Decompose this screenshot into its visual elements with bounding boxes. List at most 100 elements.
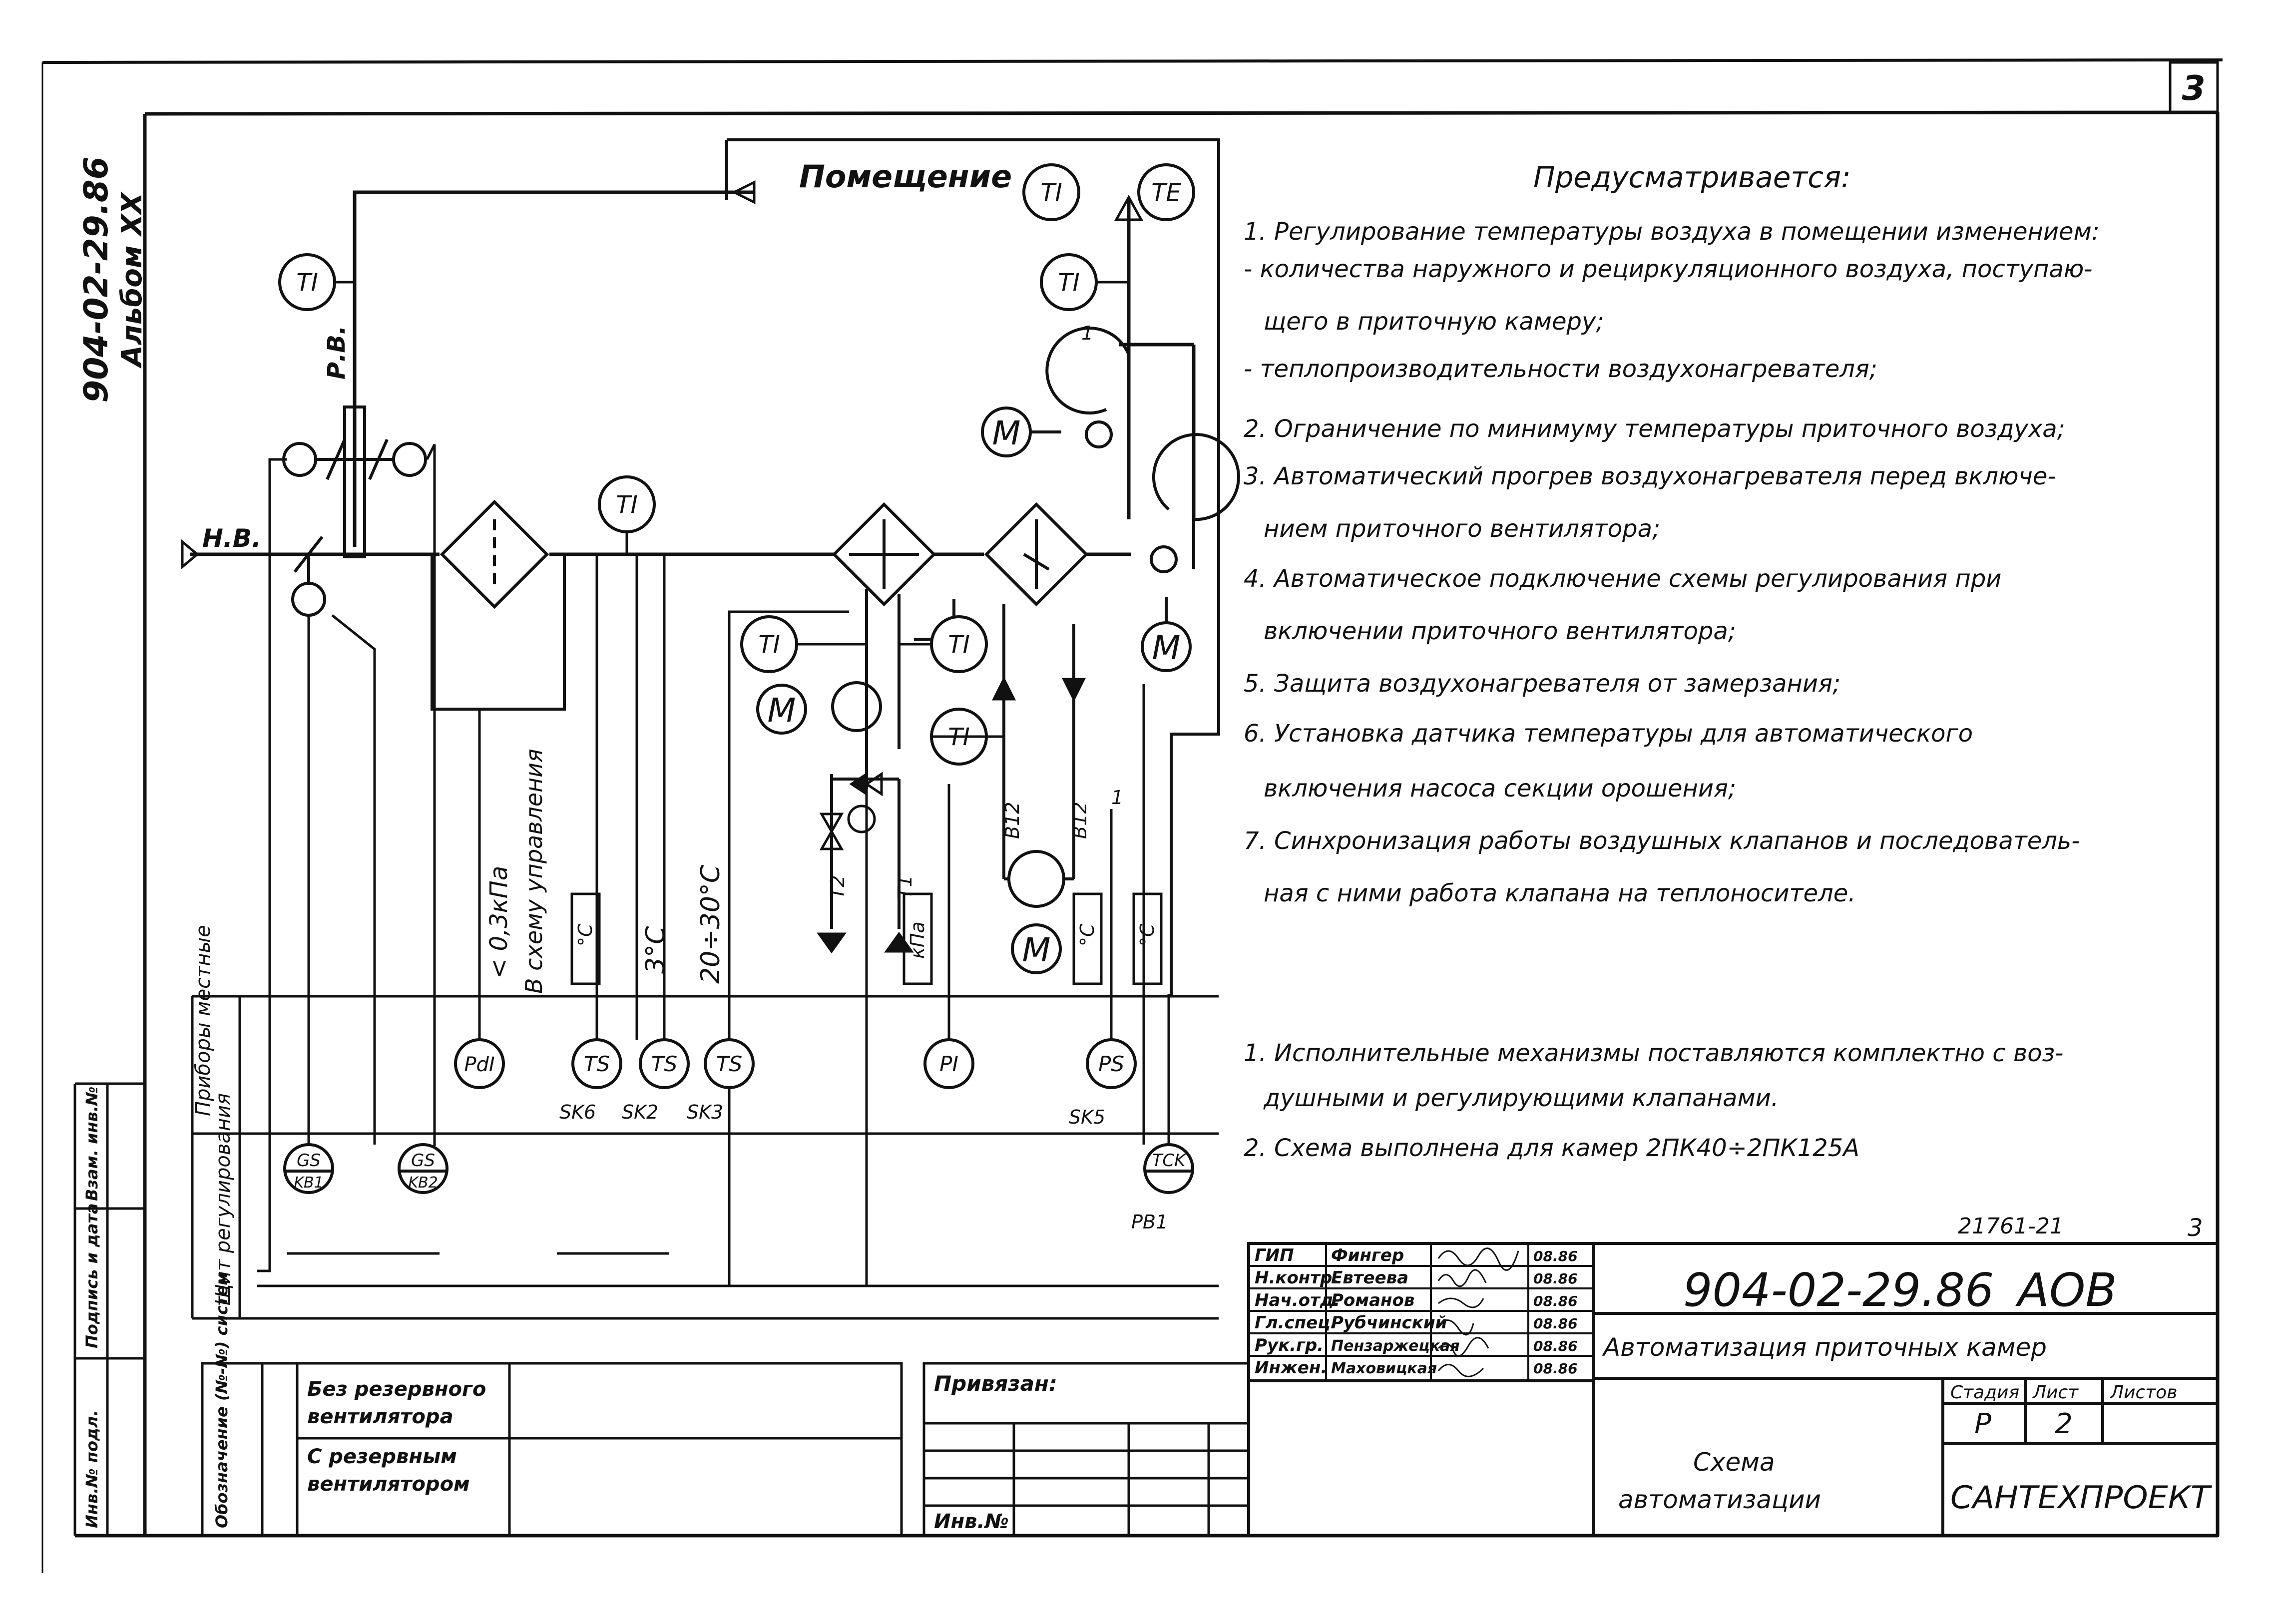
ti-return-label: TI xyxy=(948,723,969,751)
unit-kpa: кПа xyxy=(907,921,928,959)
note-line: 1. Регулирование температуры воздуха в п… xyxy=(1244,218,2100,246)
instrument-labels: TI TI TE TI TI TI TI TI PdI TS TS TS PI … xyxy=(294,179,1187,1192)
stage-value: Р xyxy=(1974,1408,1991,1440)
note-line: щего в приточную камеру; xyxy=(1264,308,1604,336)
outdoor-air-label: Н.В. xyxy=(202,524,261,553)
sheet-label: Лист xyxy=(2032,1382,2079,1403)
switch-sk3: SK3 xyxy=(687,1101,723,1123)
staff-date: 08.86 xyxy=(1533,1338,1578,1354)
switch-sk5: SK5 xyxy=(1069,1106,1105,1128)
stamp-sign-date: Подпись и дата xyxy=(82,1203,101,1348)
sheet-title-line-1: Схема xyxy=(1693,1448,1775,1477)
ti-recirc-label: TI xyxy=(296,269,318,297)
staff-grid xyxy=(1249,1243,1593,1381)
motor-main-label: M xyxy=(992,414,1021,452)
motor-reserve-label: M xyxy=(1152,629,1181,667)
ts-2-label: TS xyxy=(651,1052,677,1076)
staff-name: Фингер xyxy=(1331,1245,1404,1265)
room-supply-arrow xyxy=(1114,194,1144,221)
staff-rows: ГИП Фингер 08.86 Н.контр. Евтеева 08.86 … xyxy=(1255,1245,1578,1378)
pump-1 xyxy=(756,681,882,735)
staff-name: Маховицкая xyxy=(1331,1360,1437,1377)
pipe-b12-1: B12 xyxy=(1001,802,1023,839)
pi-label: PI xyxy=(939,1052,958,1076)
row-local-devices: Приборы местные xyxy=(192,925,215,1116)
fan-main xyxy=(1045,327,1130,448)
pipe-mark-2: 1 xyxy=(1111,787,1123,809)
setpoint-3c: 3°C xyxy=(641,926,671,974)
title-code: 904-02-29.86 xyxy=(1683,1263,1994,1317)
note-line: 6. Установка датчика температуры для авт… xyxy=(1244,720,1973,748)
ps-label: PS xyxy=(1098,1052,1124,1076)
switch-sk6: SK6 xyxy=(559,1101,596,1123)
fan-reserve xyxy=(1150,433,1240,573)
staff-date: 08.86 xyxy=(1533,1315,1578,1332)
unit-c-2: °C xyxy=(1076,923,1098,946)
heater-2 xyxy=(984,502,1089,607)
ti-coil-2-label: TI xyxy=(948,631,969,659)
ts-1-label: TS xyxy=(584,1052,610,1076)
switch-labels: SK6 SK2 SK3 SK5 PB1 xyxy=(559,1101,1168,1233)
note-line: 5. Защита воздухонагревателя от замерзан… xyxy=(1244,670,1840,698)
setpoint-20-30: 20÷30°C xyxy=(696,864,726,984)
system-row-1-line-2: вентилятора xyxy=(307,1405,454,1428)
footnote-line: 2. Схема выполнена для камер 2ПК40÷2ПК12… xyxy=(1244,1134,1859,1162)
pipe-mark-1: 1 xyxy=(1081,322,1093,344)
ti-filter-label: TI xyxy=(616,491,637,519)
project-title: Автоматизация приточных камер xyxy=(1602,1333,2047,1362)
room-label: Помещение xyxy=(799,158,1012,195)
ti-room-label: TI xyxy=(1040,179,1062,207)
binding-label: Привязан: xyxy=(934,1371,1057,1396)
note-line: включении приточного вентилятора; xyxy=(1264,617,1736,645)
staff-name: Рубчинский xyxy=(1331,1313,1447,1333)
sheet-value: 2 xyxy=(2055,1408,2073,1440)
heater-1 xyxy=(832,502,936,607)
sheets-label: Листов xyxy=(2109,1382,2177,1403)
stage-label: Стадия xyxy=(1950,1382,2019,1403)
stamp-replace-inv: Взам. инв.№ xyxy=(82,1087,101,1201)
note-line: 2. Ограничение по минимуму температуры п… xyxy=(1244,415,2065,443)
staff-role: Инжен. xyxy=(1255,1358,1327,1378)
switch-sk2: SK2 xyxy=(622,1101,658,1123)
gs-2-sub-label: KB2 xyxy=(408,1174,438,1192)
note-line: нием приточного вентилятора; xyxy=(1264,515,1660,543)
binding-inv-label: Инв.№ xyxy=(934,1510,1009,1533)
pipe-t2: Т2 xyxy=(827,875,849,899)
note-line: включения насоса секции орошения; xyxy=(1264,775,1736,803)
outdoor-air-arrow xyxy=(181,539,199,570)
note-line: 3. Автоматический прогрев воздухонагрева… xyxy=(1244,462,2056,490)
sheet-title-line-2: автоматизации xyxy=(1618,1485,1821,1514)
systems-table xyxy=(201,1362,903,1537)
setpoint-to-control: В схему управления xyxy=(520,749,547,994)
side-stamp xyxy=(73,1082,145,1536)
note-line: ная с ними работа клапана на теплоносите… xyxy=(1264,879,1856,907)
gs-1-label: GS xyxy=(297,1151,321,1171)
recirc-air-label: Р.В. xyxy=(323,326,351,380)
systems-header: Обозначение (№-№) систем xyxy=(212,1272,231,1528)
staff-date: 08.86 xyxy=(1533,1270,1578,1287)
instrument-circles xyxy=(278,163,1195,1194)
page-number: 3 xyxy=(2182,69,2205,108)
note-line: 4. Автоматическое подключение схемы регу… xyxy=(1244,565,2001,593)
notes-list: 1. Регулирование температуры воздуха в п… xyxy=(1244,218,2100,907)
system-row-2-line-2: вентилятором xyxy=(307,1473,470,1496)
footnote-line: душными и регулирующими клапанами. xyxy=(1263,1084,1779,1112)
unit-c-3: °C xyxy=(1136,923,1158,946)
title-mark: АОВ xyxy=(2015,1263,2117,1317)
panel-rows xyxy=(191,995,1219,1320)
note-line: - количества наружного и рециркуляционно… xyxy=(1244,255,2093,283)
staff-role: Нач.отд. xyxy=(1255,1290,1340,1310)
note-line: - теплопроизводительности воздухонагрева… xyxy=(1244,355,1877,383)
staff-date: 08.86 xyxy=(1533,1293,1578,1309)
notes-heading: Предусматривается: xyxy=(1533,160,1851,194)
staff-role: ГИП xyxy=(1255,1245,1294,1265)
room-box xyxy=(725,138,1220,996)
staff-date: 08.86 xyxy=(1533,1360,1578,1377)
footnotes: 1. Исполнительные механизмы поставляются… xyxy=(1244,1039,2063,1162)
pipe-b12-2: B12 xyxy=(1069,802,1091,839)
staff-role: Н.контр. xyxy=(1255,1268,1339,1288)
gs-2-label: GS xyxy=(411,1151,435,1171)
pump-1-motor-label: M xyxy=(768,691,796,730)
